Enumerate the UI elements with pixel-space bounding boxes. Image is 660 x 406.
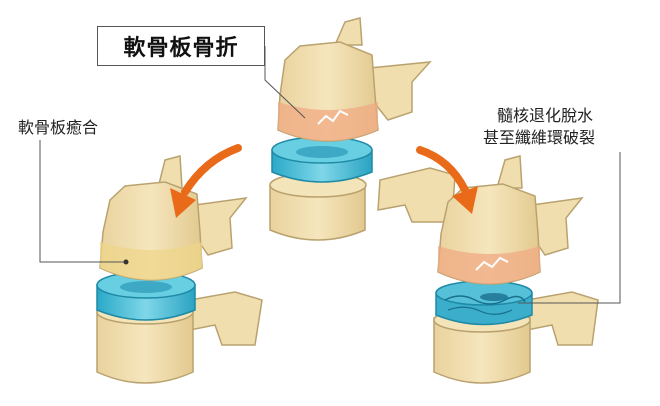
healed-label: 軟骨板癒合 [18, 118, 99, 137]
center-vertebra-group [269, 17, 456, 241]
degeneration-label-line2: 甚至纖維環破裂 [483, 128, 596, 147]
center-disc [271, 136, 373, 183]
leader-line-right [518, 152, 621, 304]
right-upper-vertebra [437, 155, 584, 285]
leader-line-left [39, 140, 124, 263]
degeneration-label-line1: 髓核退化脫水 [497, 106, 594, 125]
right-disc [435, 280, 533, 326]
arrow-to-left [170, 144, 242, 218]
left-pointer-dot [123, 259, 129, 265]
left-upper-vertebra [99, 155, 248, 281]
left-vertebra-group [96, 155, 263, 384]
arrow-to-right [416, 146, 478, 214]
fracture-label: 軟骨板骨折 [97, 26, 265, 66]
center-upper-vertebra [277, 17, 432, 142]
leader-line-top [264, 46, 306, 119]
leader-lines [39, 46, 621, 304]
right-vertebra-group [433, 155, 599, 384]
